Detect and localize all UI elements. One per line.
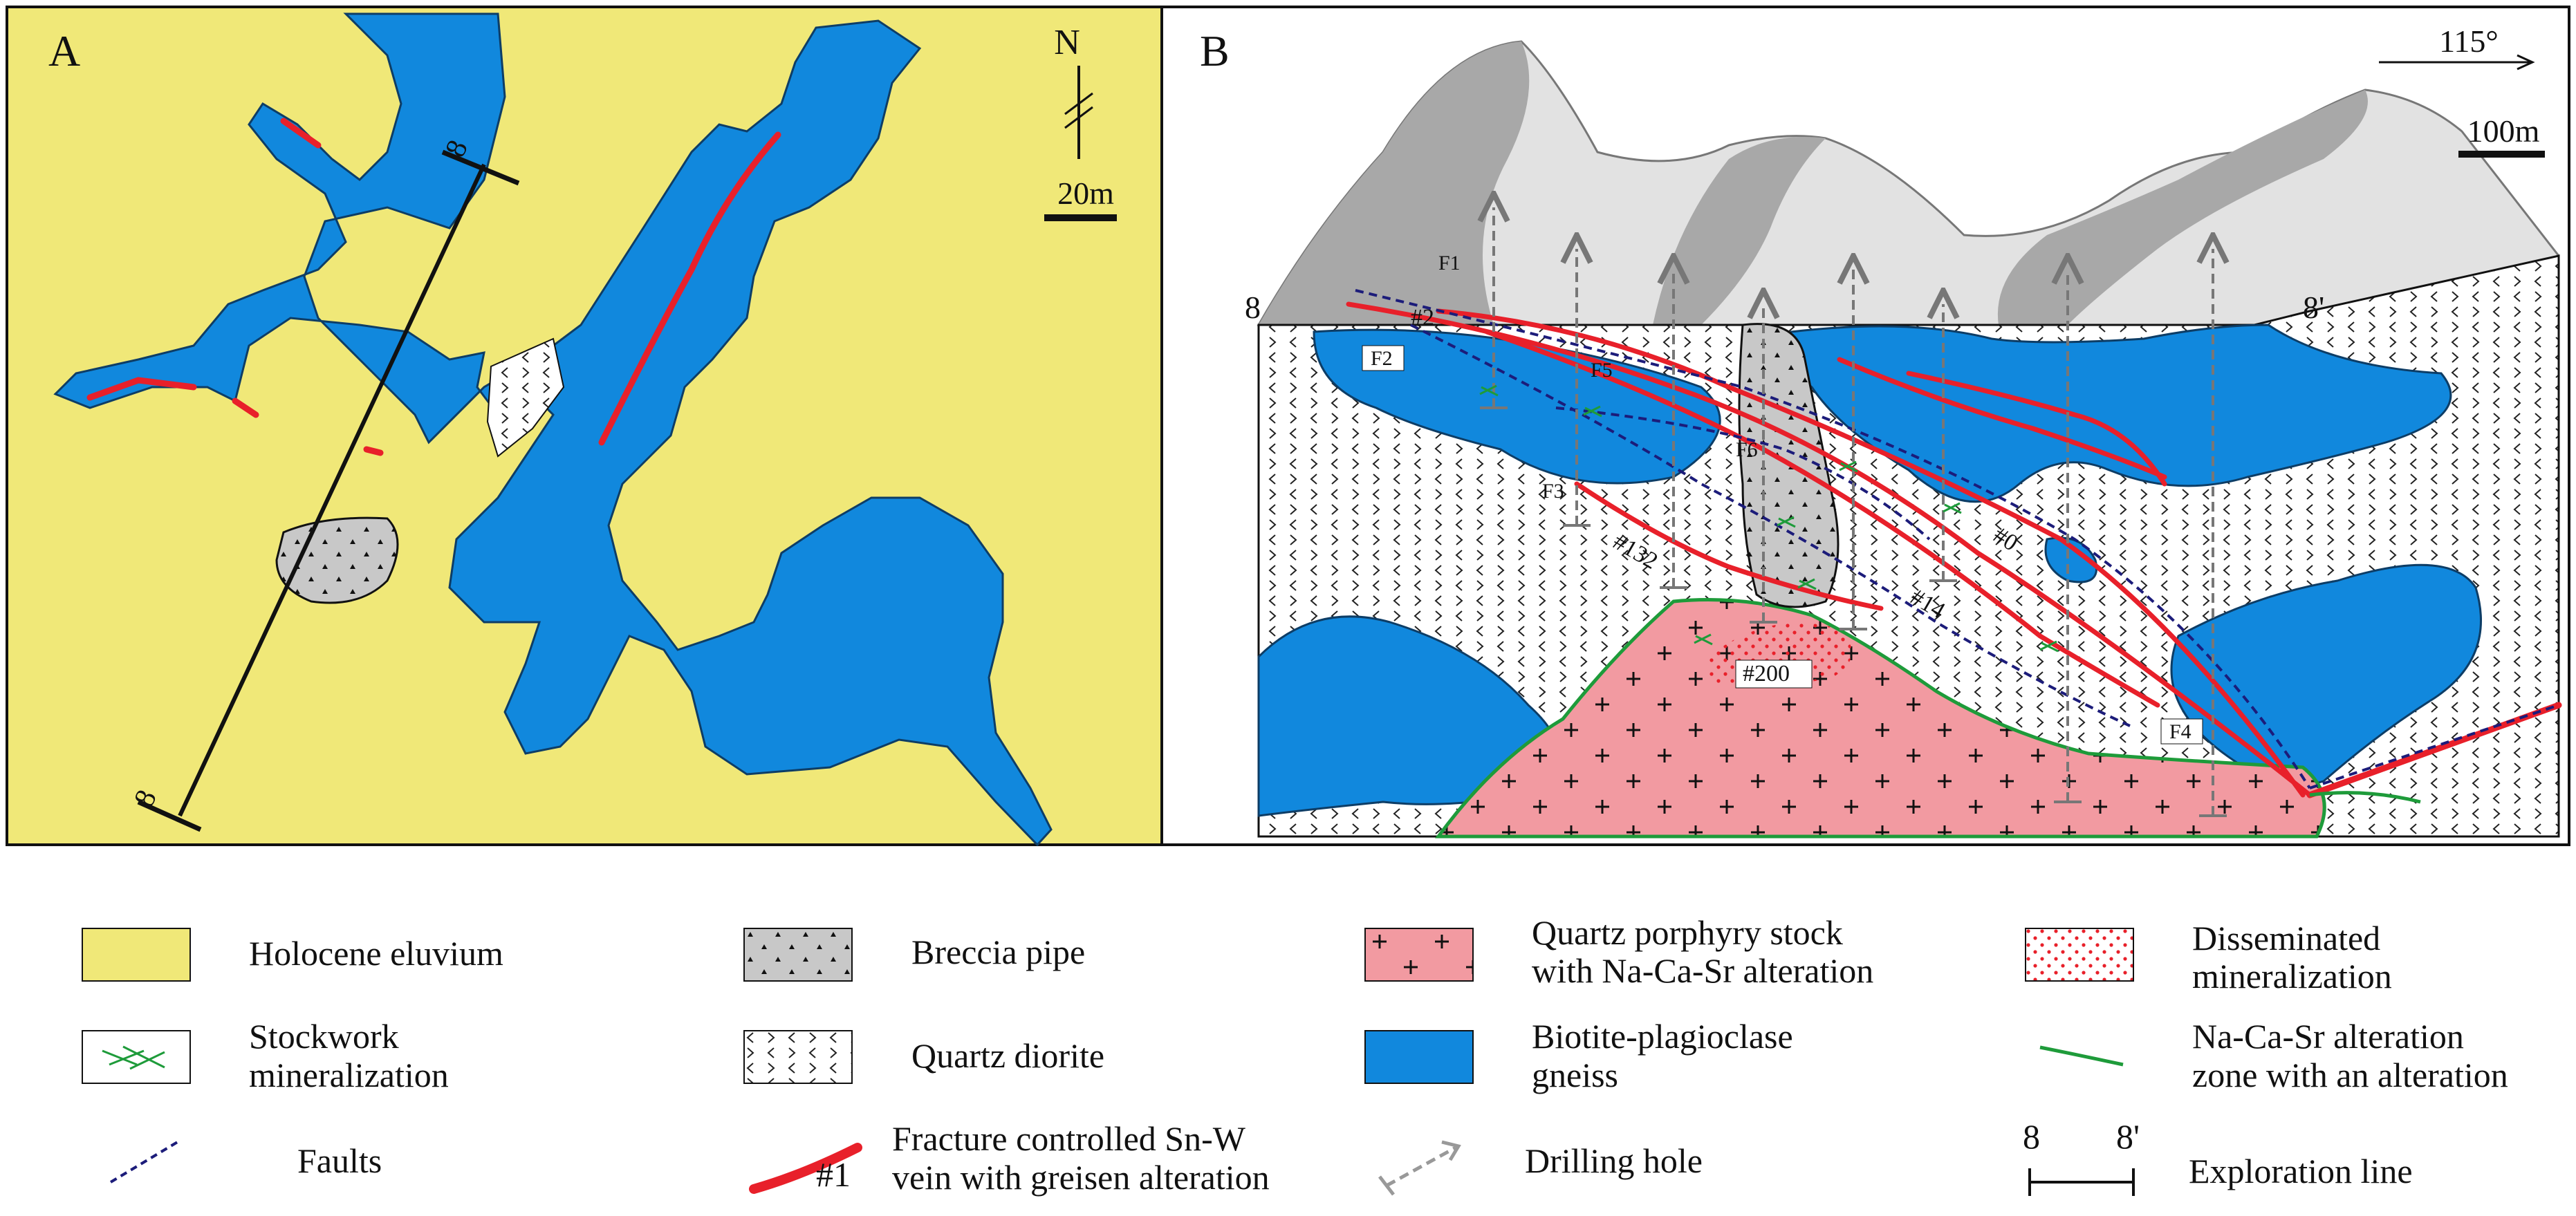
exploration-line-cap — [137, 799, 202, 832]
explo-end-left: 8 — [2023, 1117, 2040, 1156]
fault-label: F4 — [2169, 720, 2192, 743]
diorite-swatch — [743, 1030, 853, 1084]
legend-vein-sample: #1 — [816, 1155, 851, 1194]
sn-w-veins-b — [1346, 301, 2562, 798]
legend-explo: Exploration line — [2189, 1152, 2413, 1190]
panel-a: 8 8 A N 20m — [6, 6, 1163, 847]
legend-stockwork: Stockwork — [249, 1017, 399, 1056]
legend-porphyry: Quartz porphyry stock — [1532, 913, 1843, 952]
disseminated-swatch — [2025, 928, 2134, 982]
explo-end-right: 8' — [2116, 1117, 2140, 1156]
explo-line-swatch — [2028, 1168, 2135, 1196]
svg-text:115°: 115° — [2439, 24, 2499, 59]
drill-swatch — [1378, 1140, 1461, 1196]
legend-disseminated: mineralization — [2192, 957, 2392, 995]
legend-porphyry: with Na-Ca-Sr alteration — [1532, 951, 1874, 990]
vein-label: #200 — [1743, 661, 1790, 686]
geologic-figure: 8 8 A N 20m — [6, 6, 2570, 847]
sn-w-veins-a — [86, 118, 781, 456]
legend-stockwork: mineralization — [249, 1056, 449, 1094]
svg-text:20m: 20m — [1057, 176, 1114, 211]
alteration-zone-tail — [2309, 791, 2421, 804]
fault-label: F6 — [1736, 438, 1758, 461]
section-end-right: 8' — [2303, 290, 2324, 325]
scale-bar-a: 20m — [1044, 176, 1117, 221]
stockwork-mineralization-b — [1479, 384, 2059, 653]
legend-gneiss: gneiss — [1532, 1056, 1618, 1094]
legend-alteration: zone with an alteration — [2192, 1056, 2508, 1094]
legend-holocene: Holocene eluvium — [249, 934, 503, 973]
gneiss-body-a — [53, 12, 1053, 847]
svg-text:N: N — [1054, 23, 1080, 62]
panel-label-a: A — [48, 26, 80, 75]
stockwork-swatch — [82, 1030, 191, 1084]
legend: Holocene eluvium Breccia pipe Quartz por… — [0, 857, 2576, 1216]
legend-disseminated: Disseminated — [2192, 919, 2381, 957]
drill-hole-bottoms — [1480, 406, 2227, 817]
gneiss-bodies-b — [1257, 324, 2482, 817]
legend-diorite: Quartz diorite — [911, 1036, 1105, 1075]
svg-text:100m: 100m — [2467, 113, 2540, 149]
fault-label: F2 — [1371, 347, 1393, 370]
gneiss-swatch — [1364, 1030, 1474, 1084]
panel-label-b: B — [1200, 26, 1230, 75]
fault-swatch — [109, 1139, 181, 1184]
alteration-swatch — [2039, 1045, 2124, 1067]
legend-vein: Fracture controlled Sn-W — [892, 1119, 1245, 1158]
faults-b — [1355, 289, 2559, 789]
diorite-window-a — [486, 337, 565, 458]
fault-label: F3 — [1542, 480, 1564, 503]
holocene-swatch — [82, 928, 191, 982]
legend-drill: Drilling hole — [1525, 1141, 1703, 1180]
legend-gneiss: Biotite-plagioclase — [1532, 1017, 1793, 1056]
legend-breccia: Breccia pipe — [911, 933, 1086, 971]
porphyry-swatch — [1364, 928, 1474, 982]
legend-alteration: Na-Ca-Sr alteration — [2192, 1017, 2464, 1056]
exploration-line-cap — [441, 149, 520, 186]
fault-label: F5 — [1591, 359, 1613, 382]
breccia-swatch — [743, 928, 853, 982]
section-end-left: 8 — [1245, 290, 1261, 325]
vein-label: #2 — [1411, 305, 1434, 330]
panel-b: B 115° 100m 8 8' F1 F2 F3 F4 F5 F6 #2 #1… — [1160, 6, 2570, 846]
legend-faults: Faults — [297, 1141, 382, 1180]
direction-arrow-icon: 115° — [2379, 24, 2535, 71]
vein-swatch — [749, 1143, 862, 1194]
legend-vein: vein with greisen alteration — [892, 1158, 1270, 1197]
scale-bar-b: 100m — [2458, 113, 2545, 158]
fault-label: F1 — [1438, 252, 1461, 274]
drill-holes — [1494, 207, 2213, 816]
quartz-porphyry-stock — [1435, 598, 2326, 839]
north-arrow-icon: N — [1054, 23, 1093, 159]
exploration-line-a — [178, 163, 486, 817]
